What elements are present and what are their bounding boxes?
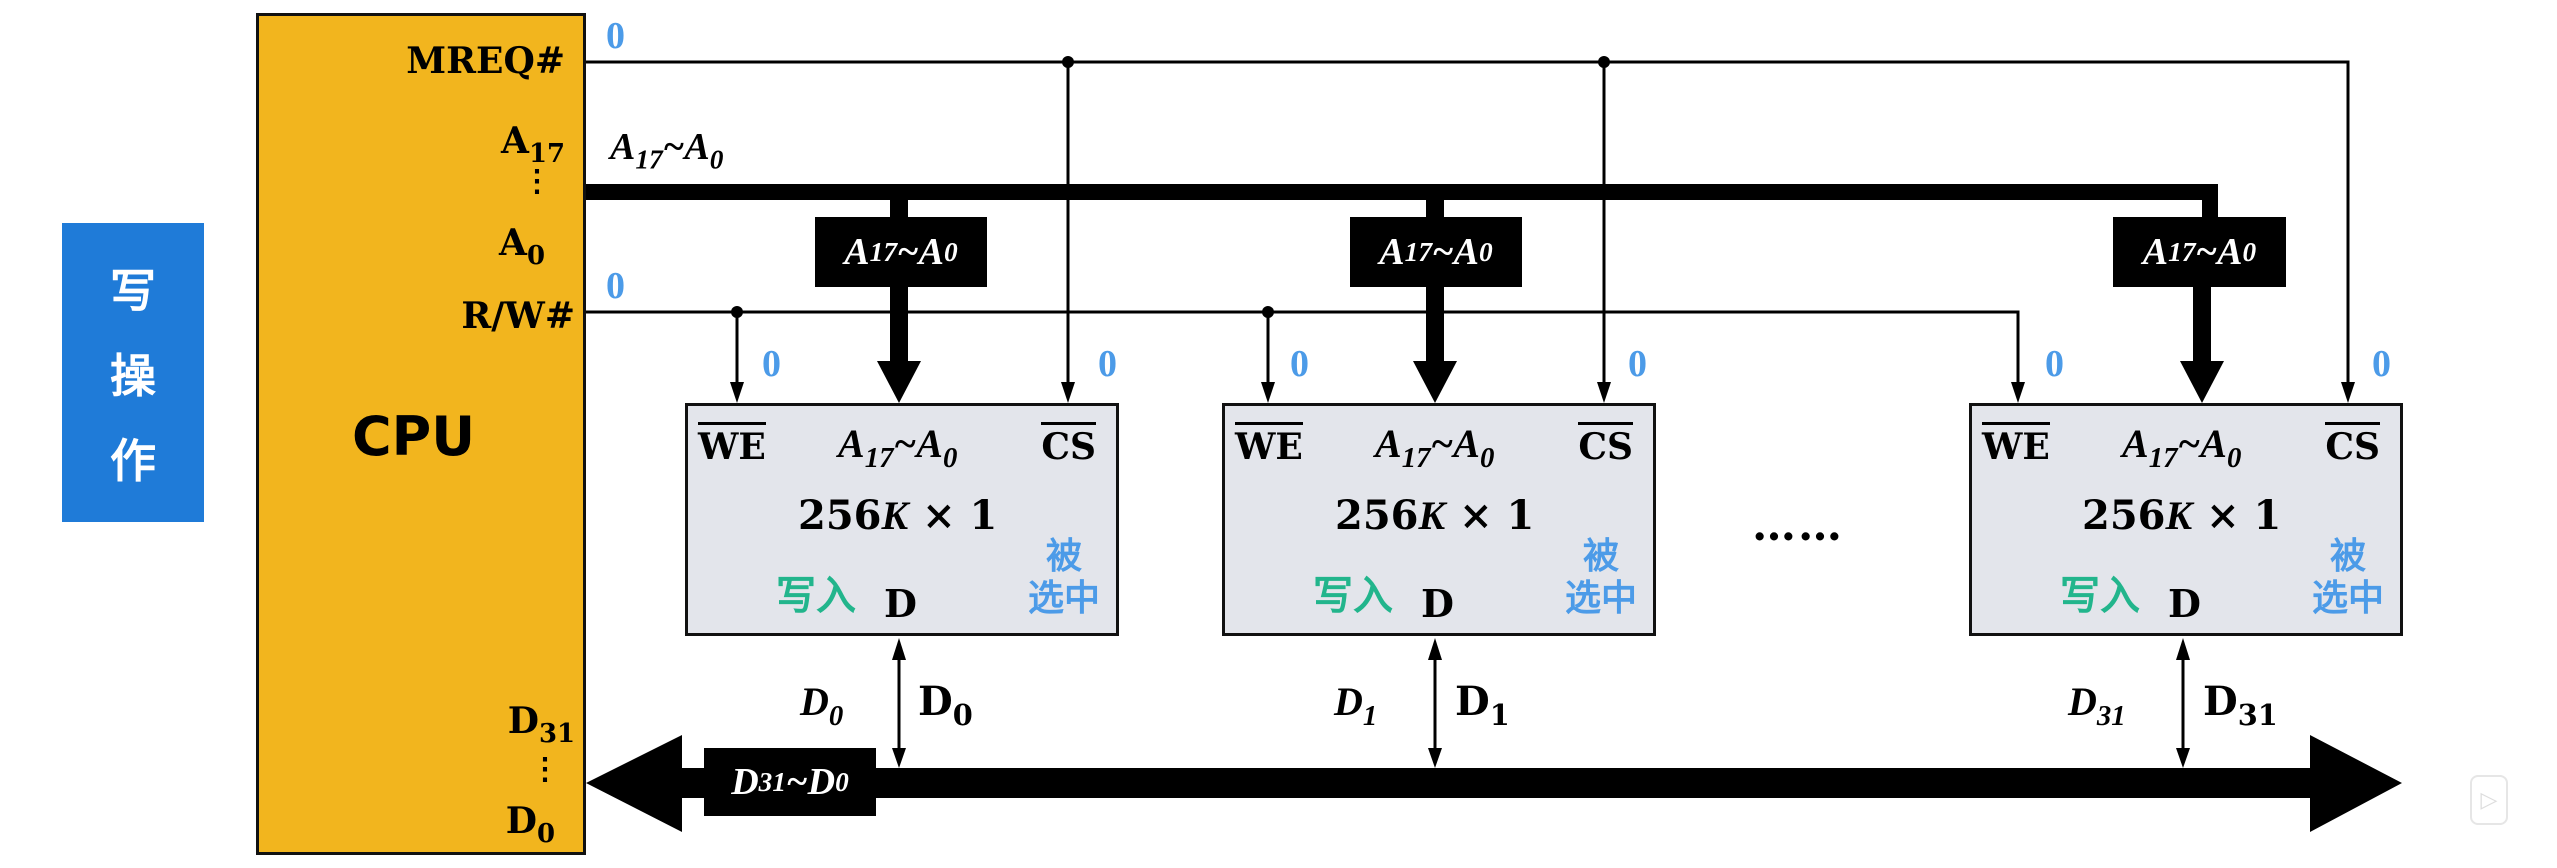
mreq-line: [586, 60, 2350, 388]
cs-value-chip-2: 0: [2372, 343, 2391, 385]
memory-chip-1: WE A17~A0 CS 256K × 1 写入 D 被选中: [1222, 403, 1656, 636]
we-arrowhead: [1261, 382, 1275, 403]
chip-capacity: 256K × 1: [2082, 492, 2282, 539]
chip-capacity: 256K × 1: [1335, 492, 1535, 539]
chip-address-pins: A17~A0: [1375, 421, 1495, 475]
chip-address-pins: A17~A0: [2122, 421, 2242, 475]
cs-value-chip-0: 0: [1098, 343, 1117, 385]
pin-ellipsis: ⋮: [522, 164, 552, 199]
write-operation-title: 写 操 作: [62, 223, 204, 522]
data-pin: D: [2168, 581, 2201, 626]
address-arrowhead: [877, 361, 921, 403]
pin-rw: R/W#: [461, 295, 575, 337]
address-arrowhead: [2180, 361, 2224, 403]
bus-bit-label-chip-0: D0: [800, 679, 844, 733]
we-arrowhead: [730, 382, 744, 403]
address-bus-stub: [890, 192, 908, 222]
address-bus-drop: [2193, 285, 2211, 365]
data-arrow-up: [1428, 638, 1442, 660]
title-char: 写: [110, 263, 156, 318]
pin-ellipsis: ⋮: [530, 752, 560, 787]
data-arrow-down: [892, 748, 906, 768]
cs-pin: CS: [2325, 422, 2380, 467]
we-value-chip-0: 0: [762, 343, 781, 385]
we-value-chip-2: 0: [2045, 343, 2064, 385]
bus-bit-label-chip-1: D1: [1334, 679, 1378, 733]
we-pin: WE: [698, 422, 766, 467]
cs-pin: CS: [1041, 422, 1096, 467]
selected-label: 被选中: [2311, 536, 2384, 619]
pin-d31: D31: [507, 700, 575, 750]
junction-dot: [1598, 56, 1610, 68]
data-arrow-up: [892, 638, 906, 660]
video-player-icon: ▷: [2470, 775, 2508, 825]
chip-bit-label-chip-2: D31: [2203, 678, 2278, 733]
cpu-block: [256, 13, 586, 855]
write-label: 写入: [1313, 573, 1393, 619]
write-label: 写入: [2060, 573, 2140, 619]
rw-value: 0: [606, 265, 625, 307]
address-bus: [586, 184, 2218, 220]
address-arrowhead: [1413, 361, 1457, 403]
data-bus: [586, 735, 2402, 832]
we-pin: WE: [1235, 422, 1303, 467]
rw-line: [586, 310, 2020, 388]
pin-a0: A0: [499, 222, 545, 272]
selected-label: 被选中: [1027, 536, 1100, 619]
title-char: 作: [110, 433, 156, 488]
junction-dot: [1262, 306, 1274, 318]
we-arrowhead: [2011, 382, 2025, 403]
data-arrow-down: [2176, 748, 2190, 768]
pin-a17: A17: [501, 120, 565, 170]
cs-pin: CS: [1578, 422, 1633, 467]
pin-mreq: MREQ#: [406, 40, 565, 82]
address-bus-drop: [890, 285, 908, 365]
chip-capacity: 256K × 1: [798, 492, 998, 539]
data-arrow-up: [2176, 638, 2190, 660]
mreq-value: 0: [606, 15, 625, 57]
chip-bit-label-chip-0: D0: [918, 678, 973, 733]
memory-chip-0: WE A17~A0 CS 256K × 1 写入 D 被选中: [685, 403, 1119, 636]
junction-dot: [1062, 56, 1074, 68]
data-pin: D: [1421, 581, 1454, 626]
junction-dot: [731, 306, 743, 318]
write-label: 写入: [776, 573, 856, 619]
cs-value-chip-1: 0: [1628, 343, 1647, 385]
we-pin: WE: [1982, 422, 2050, 467]
address-bus-stub: [1426, 192, 1444, 222]
pin-d0: D0: [505, 800, 555, 850]
chip-address-pins: A17~A0: [838, 421, 958, 475]
cs-arrowhead: [1597, 382, 1611, 403]
cpu-label: CPU: [352, 405, 476, 468]
chip-bit-label-chip-1: D1: [1455, 678, 1510, 733]
we-value-chip-1: 0: [1290, 343, 1309, 385]
data-arrow-down: [1428, 748, 1442, 768]
bus-bit-label-chip-2: D31: [2068, 679, 2126, 733]
memory-chip-2: WE A17~A0 CS 256K × 1 写入 D 被选中: [1969, 403, 2403, 636]
more-chips-ellipsis: ……: [1752, 500, 1844, 551]
selected-label: 被选中: [1564, 536, 1637, 619]
cs-arrowhead: [1061, 382, 1075, 403]
cs-arrowhead: [2341, 382, 2355, 403]
title-char: 操: [110, 348, 156, 403]
address-bus-label: A17~A0: [610, 126, 724, 175]
address-bus-drop: [1426, 285, 1444, 365]
data-pin: D: [884, 581, 917, 626]
